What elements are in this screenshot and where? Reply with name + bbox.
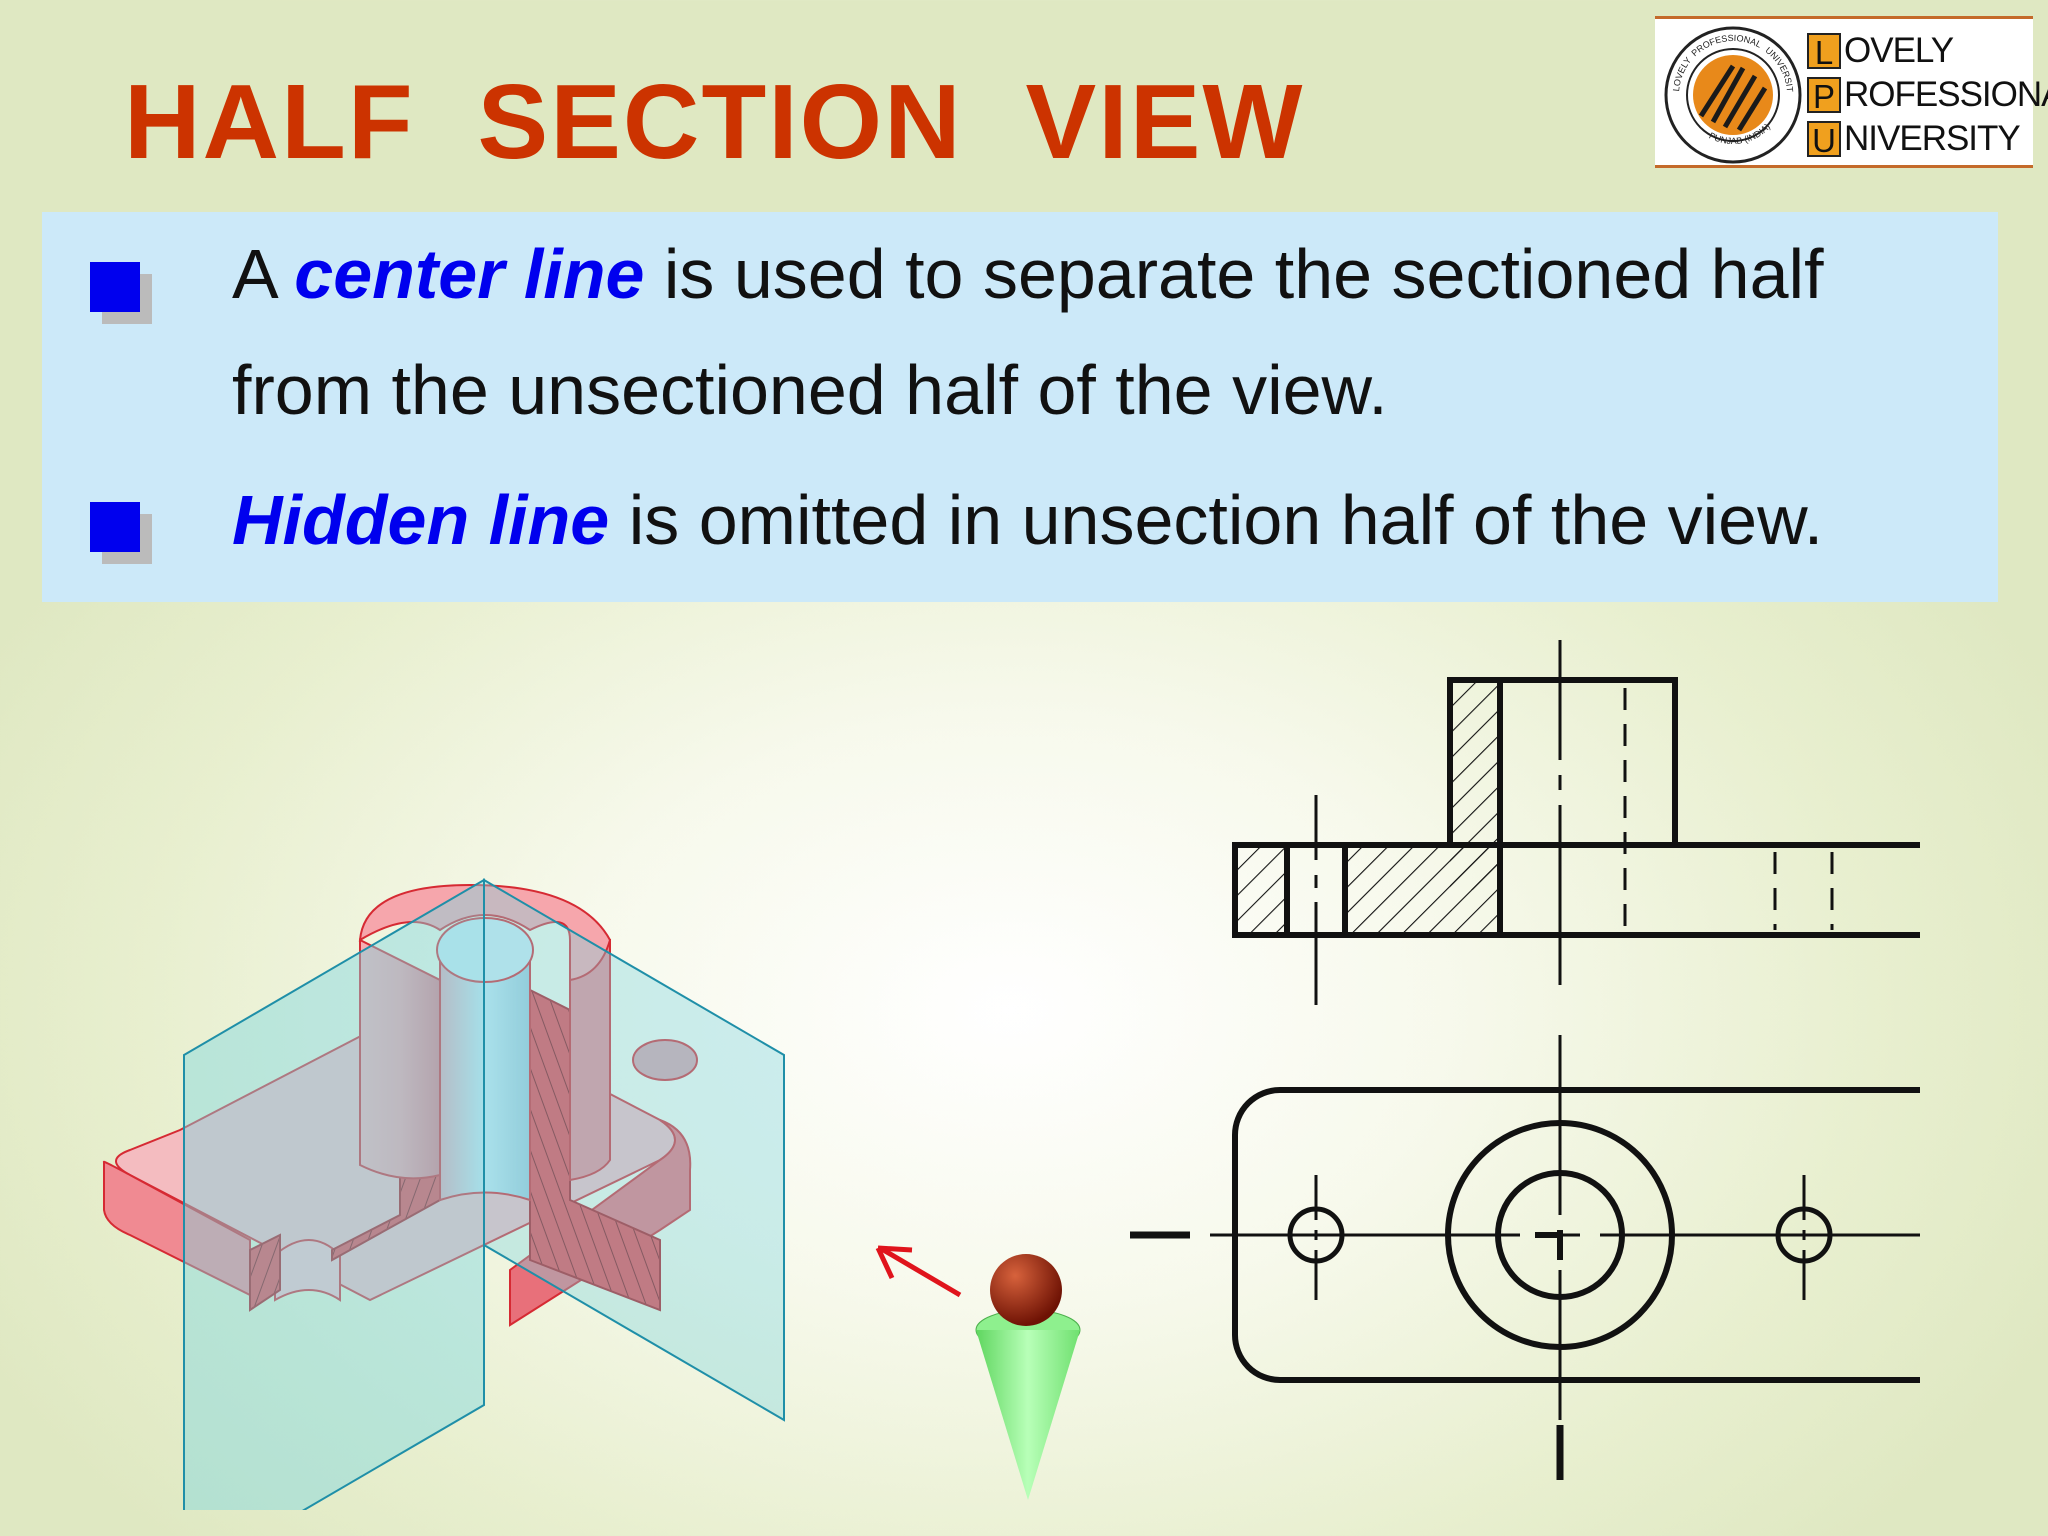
boss-outer-right (569, 939, 611, 1182)
view-direction-arrow (875, 1245, 962, 1298)
bullet-1-line-2: from the unsectioned half of the view. (232, 351, 1388, 429)
bullet-2-text: is omitted in unsection half of the view… (609, 481, 1824, 559)
page-title: HALF SECTION VIEW (124, 63, 1305, 181)
logo-word: NIVERSITY (1844, 119, 2021, 158)
bullet-1-text: is used to separate the sectioned half (644, 235, 1824, 313)
orthographic-views (1130, 640, 1920, 1480)
hatch-base-left (1235, 845, 1287, 935)
hatch-base-center (1345, 845, 1500, 935)
logo-row: L OVELY (1807, 29, 2048, 73)
logo-initial: L (1807, 33, 1841, 71)
base-hole (632, 1039, 698, 1081)
bullet-1-lead: A (232, 235, 295, 313)
logo-row: U NIVERSITY (1807, 117, 2048, 161)
cutting-plane-right (483, 878, 785, 1422)
logo-word: ROFESSIONAL (1844, 75, 2048, 114)
logo-word: OVELY (1844, 31, 1954, 70)
section-face-left (249, 1233, 281, 1312)
half-section-front-view (1232, 640, 1920, 1005)
bullet-2-line-1: Hidden line is omitted in unsection half… (232, 480, 1823, 560)
logo-row: P ROFESSIONAL (1807, 73, 2048, 117)
logo-initial: U (1807, 121, 1841, 159)
cutting-plane-left (183, 878, 485, 1510)
bullet-2-term: Hidden line (232, 481, 610, 559)
bullet-1-term: center line (294, 235, 645, 313)
logo-wordmark: L OVELY P ROFESSIONAL U NIVERSITY (1807, 29, 2048, 161)
bullet-1-line-1: A center line is used to separate the se… (232, 234, 1824, 314)
top-view (1130, 1035, 1920, 1480)
bullet-list: A center line is used to separate the se… (42, 212, 1998, 602)
viewer-eye-icon (975, 1254, 1081, 1500)
bullet-square-icon (90, 502, 140, 552)
logo-initial: P (1807, 77, 1841, 115)
half-section-isometric-model (102, 878, 1081, 1510)
cut-hole (274, 1239, 341, 1302)
boss-top-face (358, 883, 612, 982)
bullet-square-icon (90, 262, 140, 312)
